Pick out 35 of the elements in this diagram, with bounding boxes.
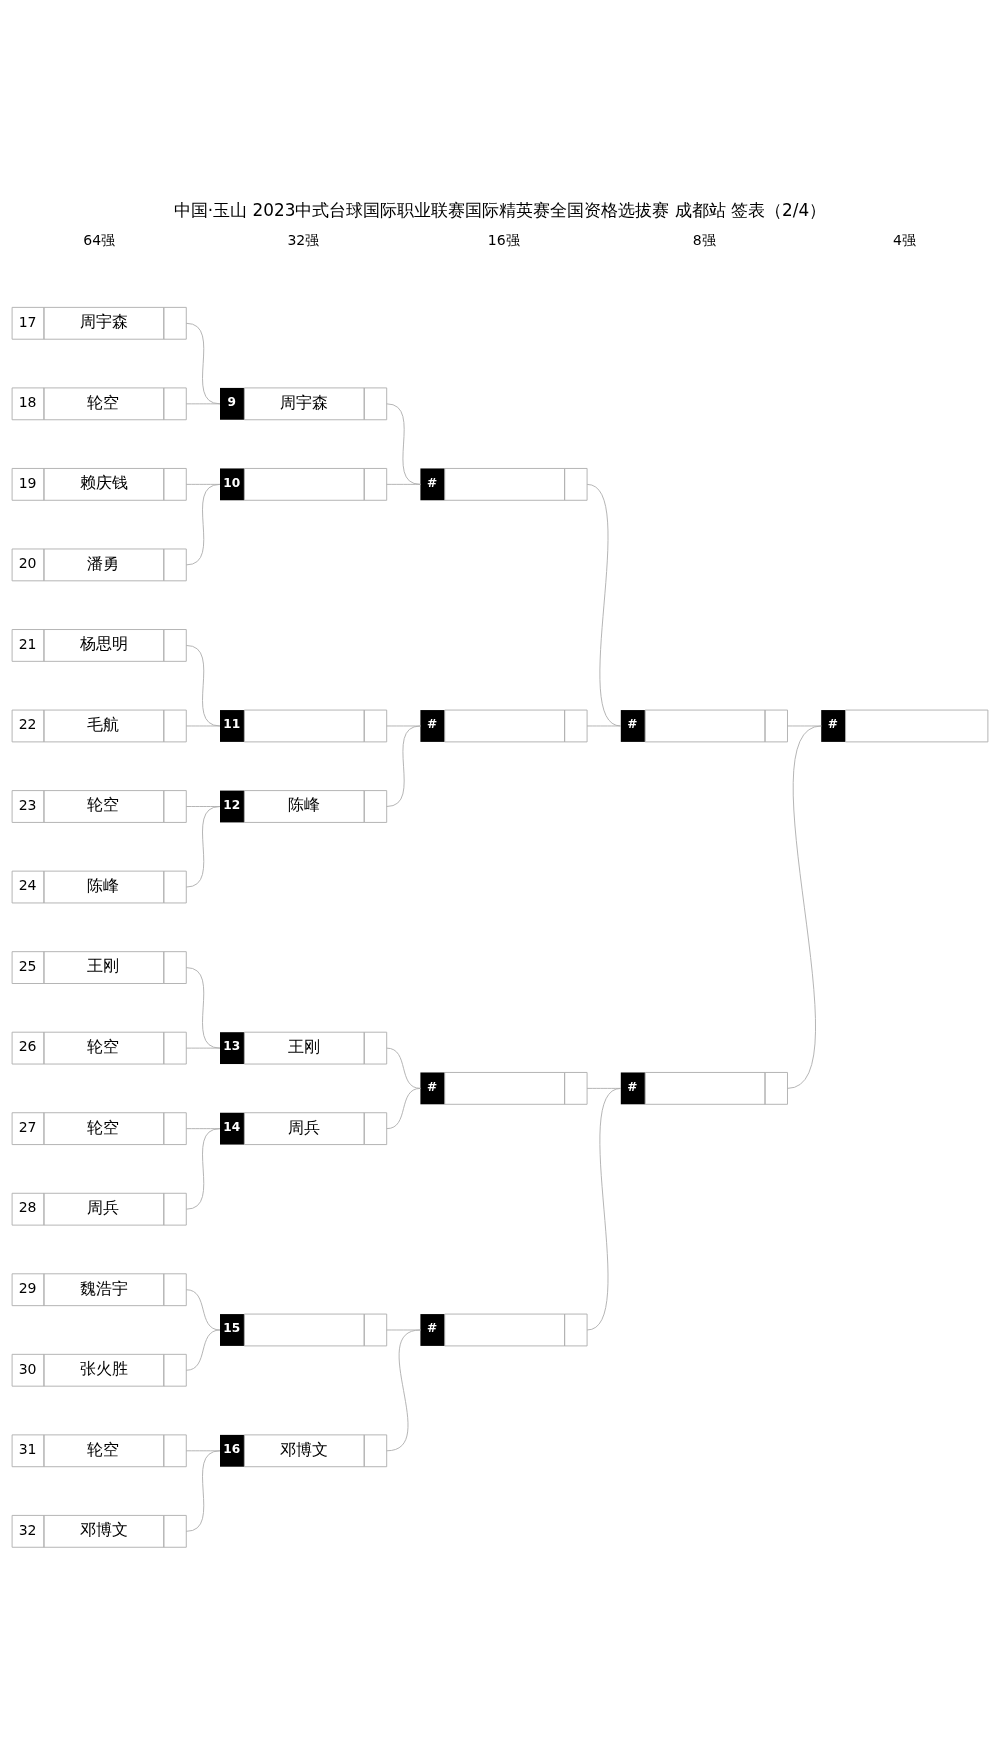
node-label: # [426,1079,438,1094]
connector [386,1329,421,1331]
node-label: 12 [223,797,241,812]
connector [185,1128,221,1210]
diagram-title: 中国·玉山 2023中式台球国际职业联赛国际精英赛全国资格选拔赛 成都站 签表（2/4） [173,199,827,220]
connector [586,1087,622,1331]
label: 32强 [287,232,320,249]
node-label: # [426,717,438,732]
connector [185,806,221,888]
connector [185,403,221,405]
connector [386,483,421,485]
node-label: # [627,717,638,732]
node-label: 9 [227,395,236,410]
node-label: # [426,1321,438,1336]
node-label: # [426,475,438,490]
node-label: 13 [223,1039,241,1054]
connector [386,403,421,485]
label: 64强 [83,232,116,249]
connector [185,725,221,727]
node-label: # [627,1079,638,1094]
node-label: 10 [223,475,241,490]
connector [787,725,822,727]
connector [586,725,622,727]
node-label: 14 [223,1119,241,1134]
node-label: 11 [223,717,241,732]
connector [185,1047,221,1049]
label: 16强 [487,232,520,249]
node-label: # [827,717,838,732]
label: 8强 [692,232,716,249]
node-label: 16 [223,1442,241,1457]
node-label: 15 [223,1321,241,1336]
label: 4强 [893,232,917,249]
connector [386,1329,421,1452]
connector [386,1047,421,1089]
connector [185,483,221,566]
